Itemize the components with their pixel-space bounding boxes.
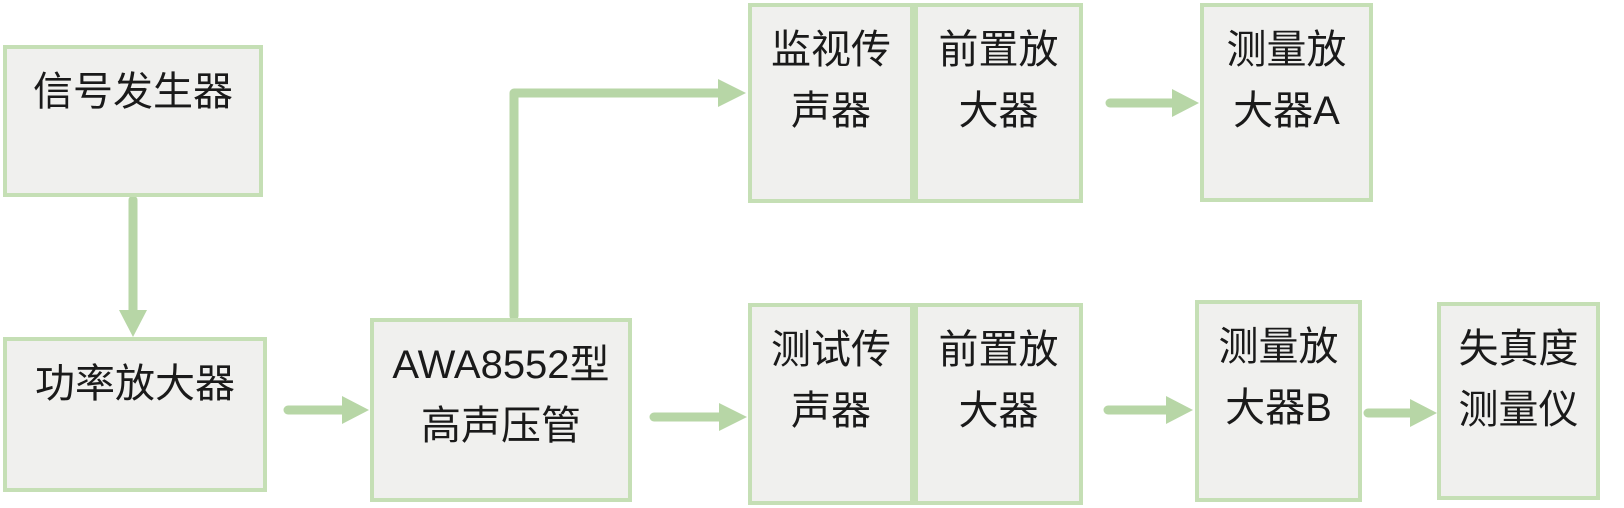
node-label-line1: 测量放 xyxy=(1218,325,1339,369)
node-measuring-amplifier-b: 测量放 大器B xyxy=(1195,300,1362,502)
node-preamplifier-top: 前置放 大器 xyxy=(914,3,1083,203)
node-monitor-microphone: 监视传 声器 xyxy=(748,3,914,203)
node-label-line1: 前置放 xyxy=(938,328,1059,372)
node-label-line1: 前置放 xyxy=(938,28,1059,72)
node-preamplifier-bottom: 前置放 大器 xyxy=(914,303,1083,505)
node-label-line2: 声器 xyxy=(791,389,871,433)
arrow-tube-to-monitor xyxy=(509,79,746,321)
node-label-line2: 测量仪 xyxy=(1458,388,1579,432)
arrow-preamp-to-amp-a xyxy=(1105,89,1199,117)
node-label-line2: 大器A xyxy=(1233,89,1340,133)
arrow-amp-b-to-distortion xyxy=(1363,399,1437,427)
node-label-line2: 大器 xyxy=(958,389,1039,433)
node-measuring-amplifier-a: 测量放 大器A xyxy=(1200,3,1373,202)
arrow-power-to-tube xyxy=(283,396,369,424)
node-label-line2: 大器B xyxy=(1225,386,1332,430)
node-label: 功率放大器 xyxy=(35,362,235,406)
node-label-line1: 监视传 xyxy=(771,28,891,72)
node-label-line1: AWA8552型 xyxy=(392,343,610,387)
node-signal-generator: 信号发生器 xyxy=(3,45,263,197)
node-label-line1: 失真度 xyxy=(1458,327,1579,371)
node-distortion-meter: 失真度 测量仪 xyxy=(1437,302,1600,500)
node-power-amplifier: 功率放大器 xyxy=(3,337,267,492)
node-label-line2: 声器 xyxy=(791,89,871,133)
arrow-signal-to-power xyxy=(119,195,147,337)
node-label-line2: 高声压管 xyxy=(421,404,581,448)
arrow-tube-to-testmic xyxy=(649,403,747,431)
node-awa8552-tube: AWA8552型 高声压管 xyxy=(370,318,632,502)
node-label-line1: 测试传 xyxy=(771,328,891,372)
node-label-line2: 大器 xyxy=(958,89,1039,133)
arrow-preamp-to-amp-b xyxy=(1103,396,1193,424)
node-test-microphone: 测试传 声器 xyxy=(748,303,914,505)
node-label-line1: 测量放 xyxy=(1226,28,1347,72)
node-label: 信号发生器 xyxy=(33,70,233,114)
